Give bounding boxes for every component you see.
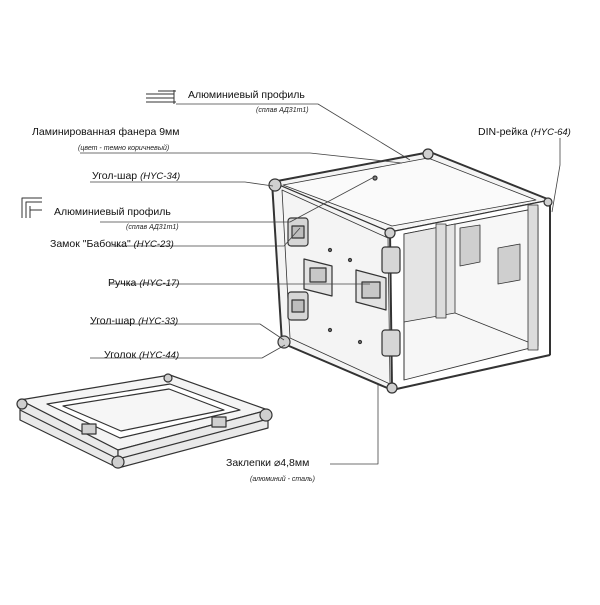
plywood-name: Ламинированная фанера 9мм [32,126,180,138]
din-rail-name: DIN-рейка [478,126,528,138]
profile-icon-corner [21,197,42,218]
corner-code: (HYC-44) [139,350,180,361]
case-drawing [268,148,553,394]
label-din-rail: DIN-рейка (HYC-64) [478,127,571,138]
handle-name: Ручка [108,277,137,289]
aluminum-profile-corner-name: Алюминиевый профиль [54,206,171,218]
din-rail-code: (HYC-64) [530,127,571,138]
ball-corner-34-code: (HYC-34) [140,171,181,182]
rivets-material: (алюминий - сталь) [250,476,315,483]
handle-code: (HYC-17) [139,278,180,289]
label-plywood-color: (цвет - темно коричневый) [78,145,169,152]
aluminum-profile-corner-alloy: (сплав АД31т1) [126,224,179,231]
label-handle: Ручка (HYC-17) [108,278,179,289]
label-corner: Уголок (HYC-44) [104,350,179,361]
label-aluminum-profile-top: Алюминиевый профиль [188,90,305,101]
lid-drawing [16,373,273,469]
ball-corner-33-code: (HYC-33) [138,316,179,327]
leader-lines [80,103,561,465]
rivets-name: Заклепки [226,457,272,469]
ball-corner-34-name: Угол-шар [92,170,138,182]
label-aluminum-profile-corner-alloy: (сплав АД31т1) [126,224,179,231]
ball-corner-33-name: Угол-шар [90,315,136,327]
label-ball-corner-33: Угол-шар (HYC-33) [90,316,178,327]
label-plywood: Ламинированная фанера 9мм [32,127,180,138]
plywood-color: (цвет - темно коричневый) [78,145,170,152]
butterfly-lock-code: (HYC-23) [133,239,174,250]
label-ball-corner-34: Угол-шар (HYC-34) [92,171,180,182]
label-rivets-material: (алюминий - сталь) [250,476,315,483]
rivets-size: ⌀4,8мм [273,457,310,469]
label-rivets: Заклепки ⌀4,8мм [226,458,309,469]
profile-icon-flat [146,90,176,104]
aluminum-profile-top-name: Алюминиевый профиль [188,89,305,101]
label-aluminum-profile-corner: Алюминиевый профиль [54,207,171,218]
aluminum-profile-top-alloy: (сплав АД31т1) [256,107,309,114]
label-aluminum-profile-top-alloy: (сплав АД31т1) [256,107,309,114]
butterfly-lock-name: Замок "Бабочка" [50,238,131,250]
label-butterfly-lock: Замок "Бабочка" (HYC-23) [50,239,174,250]
corner-name: Уголок [104,349,137,361]
